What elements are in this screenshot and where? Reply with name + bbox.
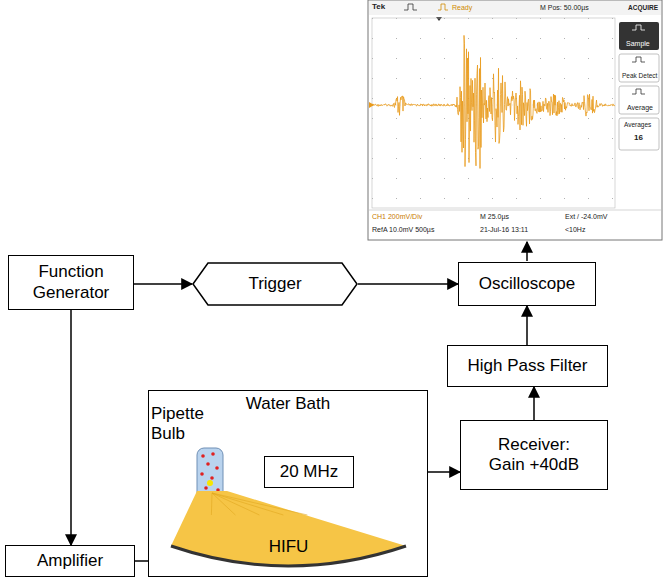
menu-icon <box>632 89 645 94</box>
waveform <box>372 35 615 168</box>
node-text: Receiver: Gain +40dB <box>484 435 584 476</box>
screen-label: Peak Detect <box>622 72 657 79</box>
screen-label: Average <box>627 104 653 112</box>
water-bath: Water BathPipette Bulb 20 MHzHIFU <box>148 390 428 577</box>
menu-button <box>619 86 659 114</box>
node-text: Water Bath <box>246 394 330 414</box>
screen-label: ACQUIRE <box>628 4 658 11</box>
screen-top-bar <box>369 1 661 15</box>
screen-label: Ext / -24.0mV <box>565 213 607 221</box>
connector-arrow <box>70 310 72 545</box>
menu-icon <box>632 57 645 62</box>
pipette-bulb: Pipette Bulb <box>151 404 231 504</box>
connector-arrow <box>526 306 528 345</box>
trigger-icon <box>438 4 448 10</box>
screen-label: Tek <box>372 3 385 12</box>
hifu-drawing <box>171 491 406 577</box>
screen-label: Ready <box>452 4 472 12</box>
menu-button <box>619 118 659 150</box>
screen-label: RefA 10.0mV 500µs <box>372 226 434 234</box>
hifu-transducer: HIFU <box>171 491 406 577</box>
transducer-box: 20 MHz <box>264 456 354 488</box>
screen-divider <box>369 210 661 211</box>
node-text: Pipette Bulb <box>151 404 211 445</box>
screen-frame <box>368 0 662 240</box>
node-text: Function Generator <box>9 262 133 303</box>
menu-icon <box>632 25 645 30</box>
process-box: Function Generator <box>8 255 134 310</box>
menu-button-selected <box>619 22 659 50</box>
screen-label: M Pos: 50.00µs <box>540 4 589 12</box>
process-box: Receiver: Gain +40dB <box>460 420 608 490</box>
screen-label: <10Hz <box>565 226 585 234</box>
scope-screenshot <box>368 0 662 240</box>
connector-arrow <box>533 387 535 420</box>
screen-label: 16 <box>634 134 643 143</box>
node-text: High Pass Filter <box>468 356 588 376</box>
screen-label: Averages <box>624 121 651 128</box>
connector-arrow <box>134 283 192 285</box>
node-text: HIFU <box>269 537 309 557</box>
trigger-icon <box>404 4 417 10</box>
trigger-hexagon: Trigger <box>192 262 358 306</box>
process-box: Amplifier <box>5 545 135 577</box>
screen-label: CH1 200mV/Div <box>372 213 422 221</box>
screen-label: M 25.0µs <box>480 213 509 221</box>
node-text: Oscilloscope <box>479 274 575 294</box>
signal-arrow <box>526 242 528 261</box>
screen-label: 21-Jul-16 13:11 <box>480 226 528 234</box>
process-box: High Pass Filter <box>447 345 608 387</box>
menu-button <box>619 54 659 82</box>
node-text: 20 MHz <box>280 462 339 482</box>
waveform-trace <box>372 35 615 168</box>
process-box: Oscilloscope <box>458 262 596 306</box>
screen-label: Sample <box>626 40 650 48</box>
graticule <box>372 18 615 208</box>
connector-arrow <box>358 283 458 285</box>
node-text: Amplifier <box>37 551 103 571</box>
node-text: Trigger <box>248 274 301 294</box>
